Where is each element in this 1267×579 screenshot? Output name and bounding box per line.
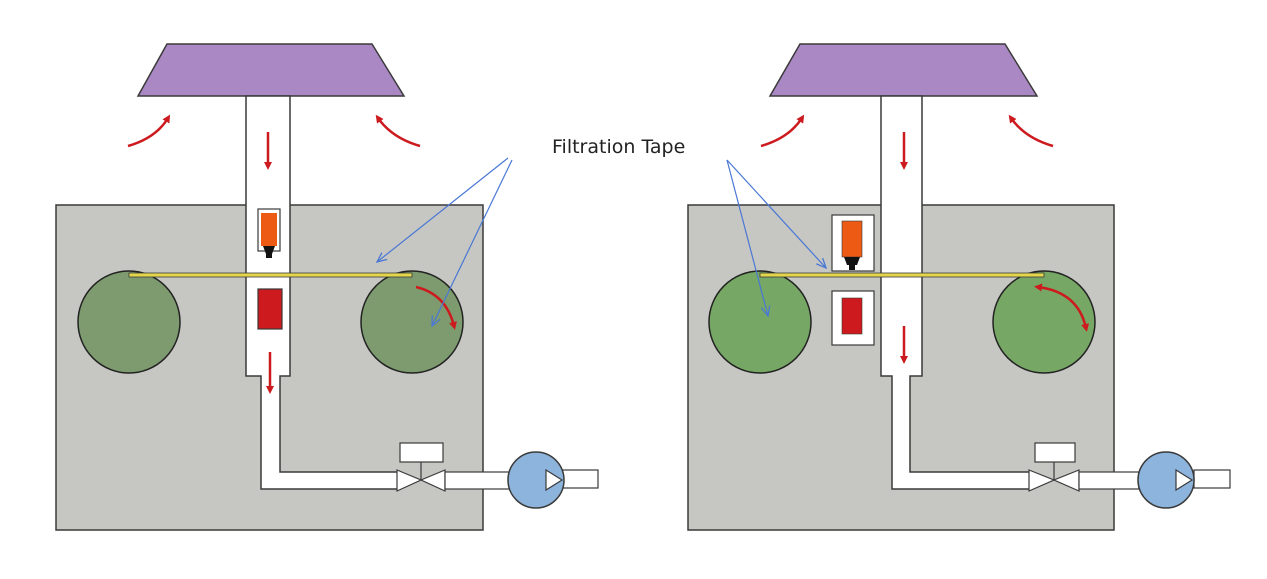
right-takeup-reel: [992, 270, 1096, 374]
right-detector: [831, 290, 875, 346]
left-source: [257, 208, 281, 258]
right-valve: [1028, 442, 1080, 492]
right-panel-measurement: [687, 43, 1231, 531]
pointer-to-right-supply-reel: [726, 159, 768, 316]
right-hood: [768, 43, 1039, 97]
right-pump: [1137, 451, 1195, 509]
left-reel-rotation-arrow: [415, 285, 457, 330]
left-filtration-tape: [128, 272, 413, 278]
left-intake-arrow-right: [375, 114, 421, 148]
pointer-to-left-tape: [377, 157, 509, 262]
left-takeup-reel: [360, 270, 464, 374]
filtration-tape-pointers: [377, 157, 826, 326]
left-pump-pipe: [444, 471, 511, 490]
left-pump: [507, 451, 565, 509]
left-intake-arrow-left: [127, 114, 171, 148]
left-supply-reel: [77, 270, 181, 374]
right-intake-arrow-left: [760, 114, 805, 148]
right-filtration-tape: [759, 272, 1045, 278]
right-supply-reel: [708, 270, 812, 374]
left-exhaust-pipe: [561, 469, 599, 489]
left-valve: [396, 442, 446, 492]
left-detector: [257, 288, 283, 330]
right-pump-pipe: [1078, 471, 1140, 490]
pointer-to-right-tape: [726, 159, 826, 268]
pointer-to-left-takeup-reel: [432, 159, 513, 326]
filtration-tape-label: Filtration Tape: [552, 136, 686, 158]
right-source: [831, 214, 875, 272]
right-exhaust-pipe: [1193, 469, 1231, 489]
left-hood: [136, 43, 406, 97]
left-panel-sampling: [55, 43, 599, 531]
right-intake-arrow-right: [1008, 114, 1054, 148]
right-reel-rotation-arrow: [1034, 283, 1090, 332]
